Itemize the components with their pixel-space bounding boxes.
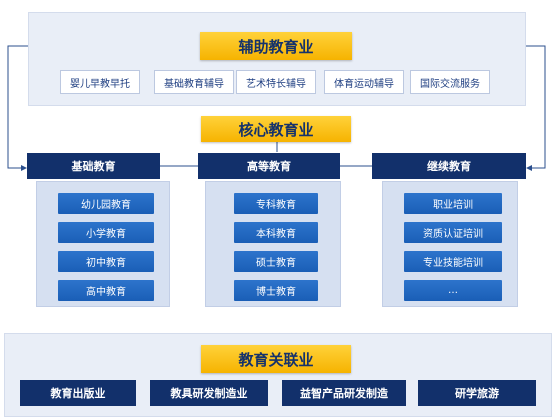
continuing-item-skills: 专业技能培训 [404, 251, 502, 272]
related-item-educational-products: 益智产品研发制造 [282, 380, 406, 406]
core-category-continuing: 继续教育 [372, 153, 526, 179]
core-title: 核心教育业 [201, 116, 351, 142]
related-item-publishing: 教育出版业 [20, 380, 136, 406]
continuing-item-more: … [404, 280, 502, 301]
higher-item-junior-college: 专科教育 [234, 193, 318, 214]
core-category-basic: 基础教育 [27, 153, 160, 179]
continuing-item-vocational: 职业培训 [404, 193, 502, 214]
basic-item-primary: 小学教育 [58, 222, 154, 243]
higher-item-master: 硕士教育 [234, 251, 318, 272]
arrow-left-icon [21, 165, 27, 171]
aux-item-basic-tutoring: 基础教育辅导 [154, 70, 234, 94]
core-category-higher: 高等教育 [198, 153, 340, 179]
aux-item-art: 艺术特长辅导 [236, 70, 316, 94]
continuing-item-certification: 资质认证培训 [404, 222, 502, 243]
aux-item-infant: 婴儿早教早托 [60, 70, 140, 94]
related-item-teaching-aids: 教具研发制造业 [150, 380, 268, 406]
aux-item-international: 国际交流服务 [410, 70, 490, 94]
aux-item-sports: 体育运动辅导 [324, 70, 404, 94]
basic-item-kindergarten: 幼儿园教育 [58, 193, 154, 214]
higher-item-bachelor: 本科教育 [234, 222, 318, 243]
related-title: 教育关联业 [201, 345, 351, 373]
related-item-study-tours: 研学旅游 [418, 380, 536, 406]
basic-item-senior: 高中教育 [58, 280, 154, 301]
auxiliary-title: 辅助教育业 [200, 32, 352, 60]
arrow-right-icon [526, 165, 532, 171]
higher-item-doctor: 博士教育 [234, 280, 318, 301]
basic-item-junior: 初中教育 [58, 251, 154, 272]
